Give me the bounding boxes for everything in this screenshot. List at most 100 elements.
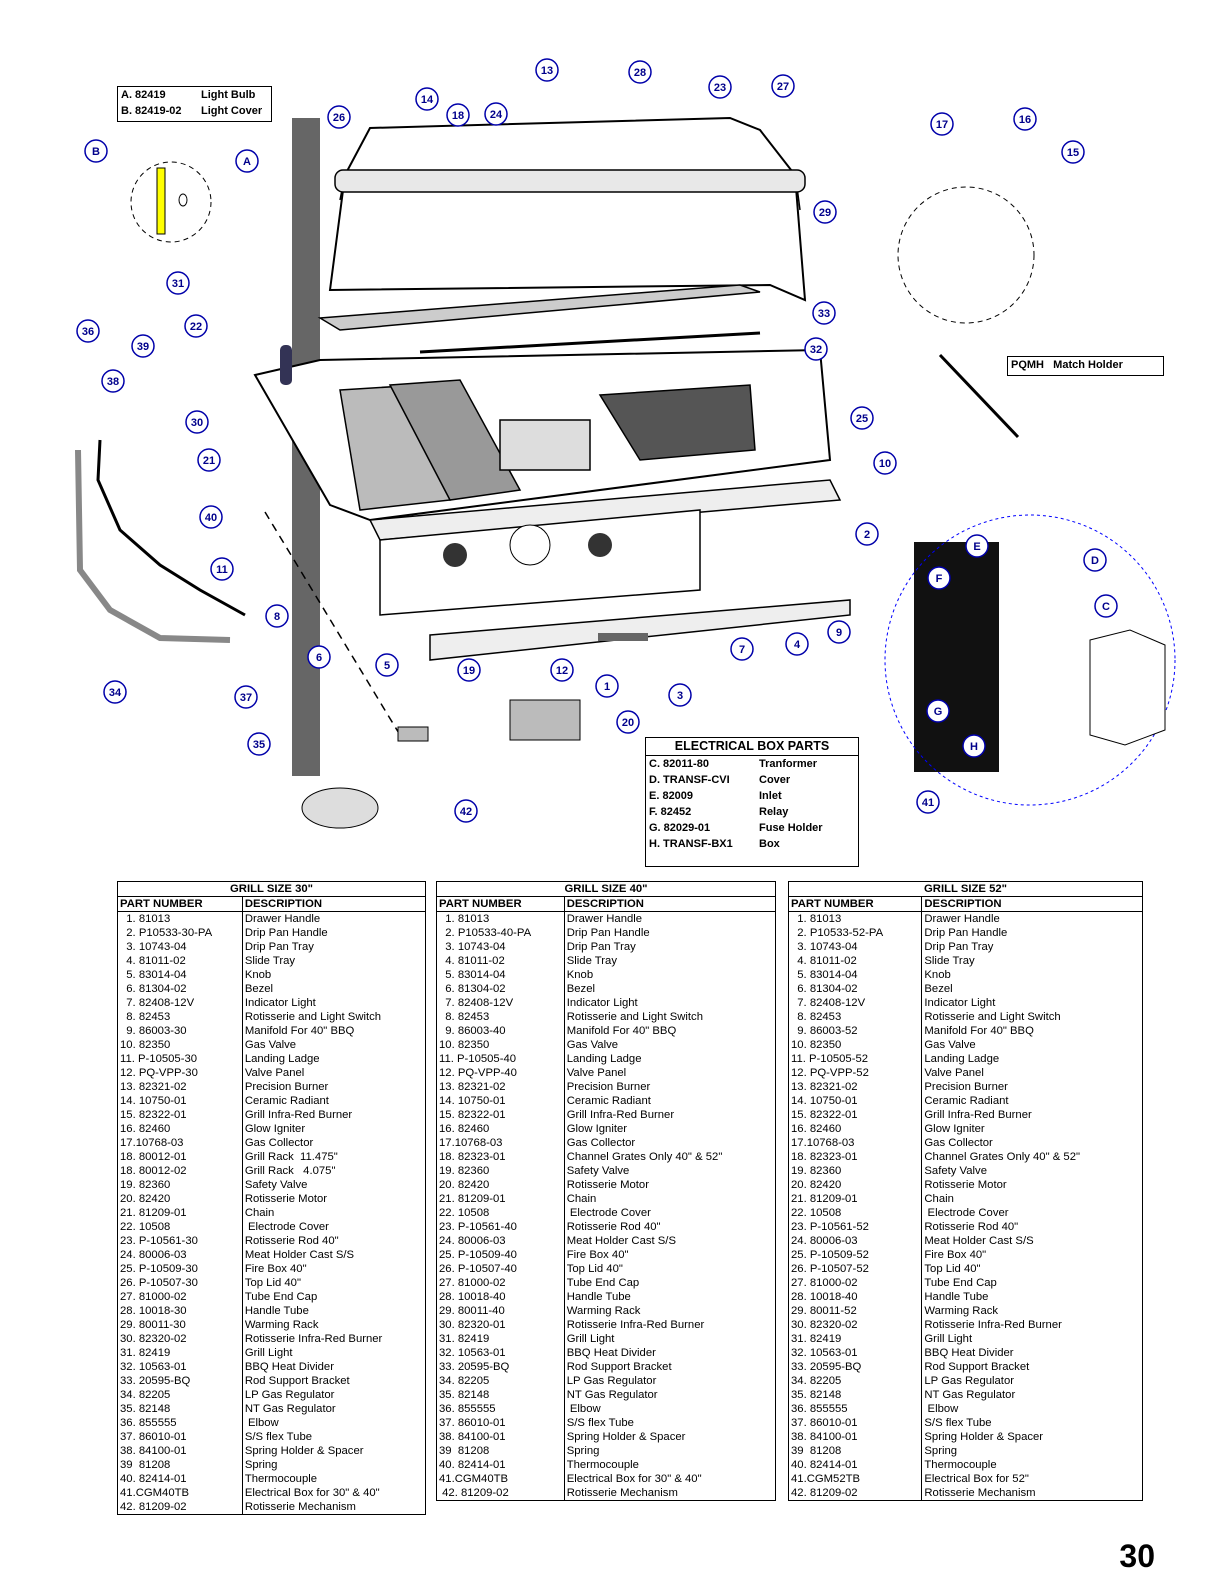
part-number: 11. P-10505-52: [788, 1052, 923, 1066]
electrical-part-code: H. TRANSF-BX1: [649, 838, 733, 850]
part-number: 4. 81011-02: [117, 954, 243, 968]
callout-38: 38: [101, 369, 125, 393]
gas-collector: [499, 419, 591, 471]
part-description: Rotisserie Infra-Red Burner: [566, 1319, 705, 1331]
callout-label: 37: [240, 692, 252, 704]
part-description: Grill Light: [566, 1333, 615, 1345]
thermocouple: [96, 439, 246, 617]
callout-label: 23: [714, 82, 726, 94]
part-number: 24. 80006-03: [788, 1234, 923, 1248]
part-description: Rotisserie Mechanism: [244, 1501, 356, 1513]
callout-d: D: [1083, 548, 1107, 572]
part-number: 36. 855555: [117, 1416, 243, 1430]
callout-30: 30: [185, 410, 209, 434]
part-description: Knob: [924, 969, 951, 981]
callout-label: H: [970, 741, 978, 753]
callout-23: 23: [708, 75, 732, 99]
table-row: 22. 10508 Electrode Cover: [788, 1206, 1143, 1220]
callout-label: 12: [556, 665, 568, 677]
light-cover: [156, 167, 166, 235]
part-description: Gas Valve: [244, 1039, 297, 1051]
table-row: 36. 855555 Elbow: [117, 1416, 426, 1430]
callout-label: 33: [818, 308, 830, 320]
part-number: 27. 81000-02: [436, 1276, 565, 1290]
part-number: 22. 10508: [436, 1206, 565, 1220]
part-number: 29. 80011-40: [436, 1304, 565, 1318]
part-description: Drip Pan Tray: [244, 941, 314, 953]
part-description: Rotisserie and Light Switch: [244, 1011, 382, 1023]
part-number: 34. 82205: [788, 1374, 923, 1388]
part-description: Indicator Light: [924, 997, 996, 1009]
part-description: Valve Panel: [566, 1067, 627, 1079]
flex-tube: [75, 449, 231, 643]
callout-label: 17: [936, 119, 948, 131]
part-description: Grill Rack 4.075": [244, 1165, 336, 1177]
part-number: 5. 83014-04: [436, 968, 565, 982]
callout-15: 15: [1061, 140, 1085, 164]
part-description: Grill Infra-Red Burner: [566, 1109, 675, 1121]
table-row: 36. 855555 Elbow: [436, 1402, 776, 1416]
part-description: Top Lid 40": [244, 1277, 301, 1289]
part-description: Electrical Box for 30" & 40": [244, 1487, 380, 1499]
match-holder-code: PQMH: [1011, 359, 1044, 371]
callout-label: 14: [421, 94, 434, 106]
part-number: 42. 81209-02: [436, 1486, 565, 1501]
callout-18: 18: [446, 103, 470, 127]
part-number: 34. 82205: [436, 1374, 565, 1388]
electrical-part-desc: Relay: [759, 806, 789, 818]
rotisserie-motor: [509, 699, 581, 741]
part-number: 25. P-10509-52: [788, 1248, 923, 1262]
callout-label: 15: [1067, 147, 1079, 159]
part-description: Bezel: [244, 983, 274, 995]
rotisserie-mechanism: [397, 726, 429, 742]
part-number: 31. 82419: [788, 1332, 923, 1346]
electrical-part-desc: Inlet: [759, 790, 782, 802]
part-description: Glow Igniter: [244, 1123, 306, 1135]
part-number: 24. 80006-03: [117, 1248, 243, 1262]
grill-exploded-diagram: 1234567891011121314151617181920212223242…: [75, 58, 1176, 829]
part-number: 20. 82420: [788, 1178, 923, 1192]
part-description: Slide Tray: [924, 955, 975, 967]
part-number: 11. P-10505-30: [117, 1052, 243, 1066]
callout-label: 2: [864, 529, 870, 541]
part-description: Valve Panel: [244, 1067, 305, 1079]
part-number: 1. 81013: [117, 911, 243, 926]
part-number: 6. 81304-02: [117, 982, 243, 996]
part-number: 37. 86010-01: [117, 1430, 243, 1444]
part-description: Meat Holder Cast S/S: [566, 1235, 676, 1247]
part-number: 15. 82322-01: [117, 1108, 243, 1122]
callout-h: H: [962, 734, 986, 758]
part-number: 38. 84100-01: [788, 1430, 923, 1444]
part-number: 3. 10743-04: [436, 940, 565, 954]
callout-label: 11: [216, 564, 228, 576]
part-number: 42. 81209-02: [117, 1500, 243, 1515]
part-number: 37. 86010-01: [436, 1416, 565, 1430]
part-number: 3. 10743-04: [117, 940, 243, 954]
part-number: 31. 82419: [436, 1332, 565, 1346]
column-header-description: DESCRIPTION: [242, 896, 426, 912]
